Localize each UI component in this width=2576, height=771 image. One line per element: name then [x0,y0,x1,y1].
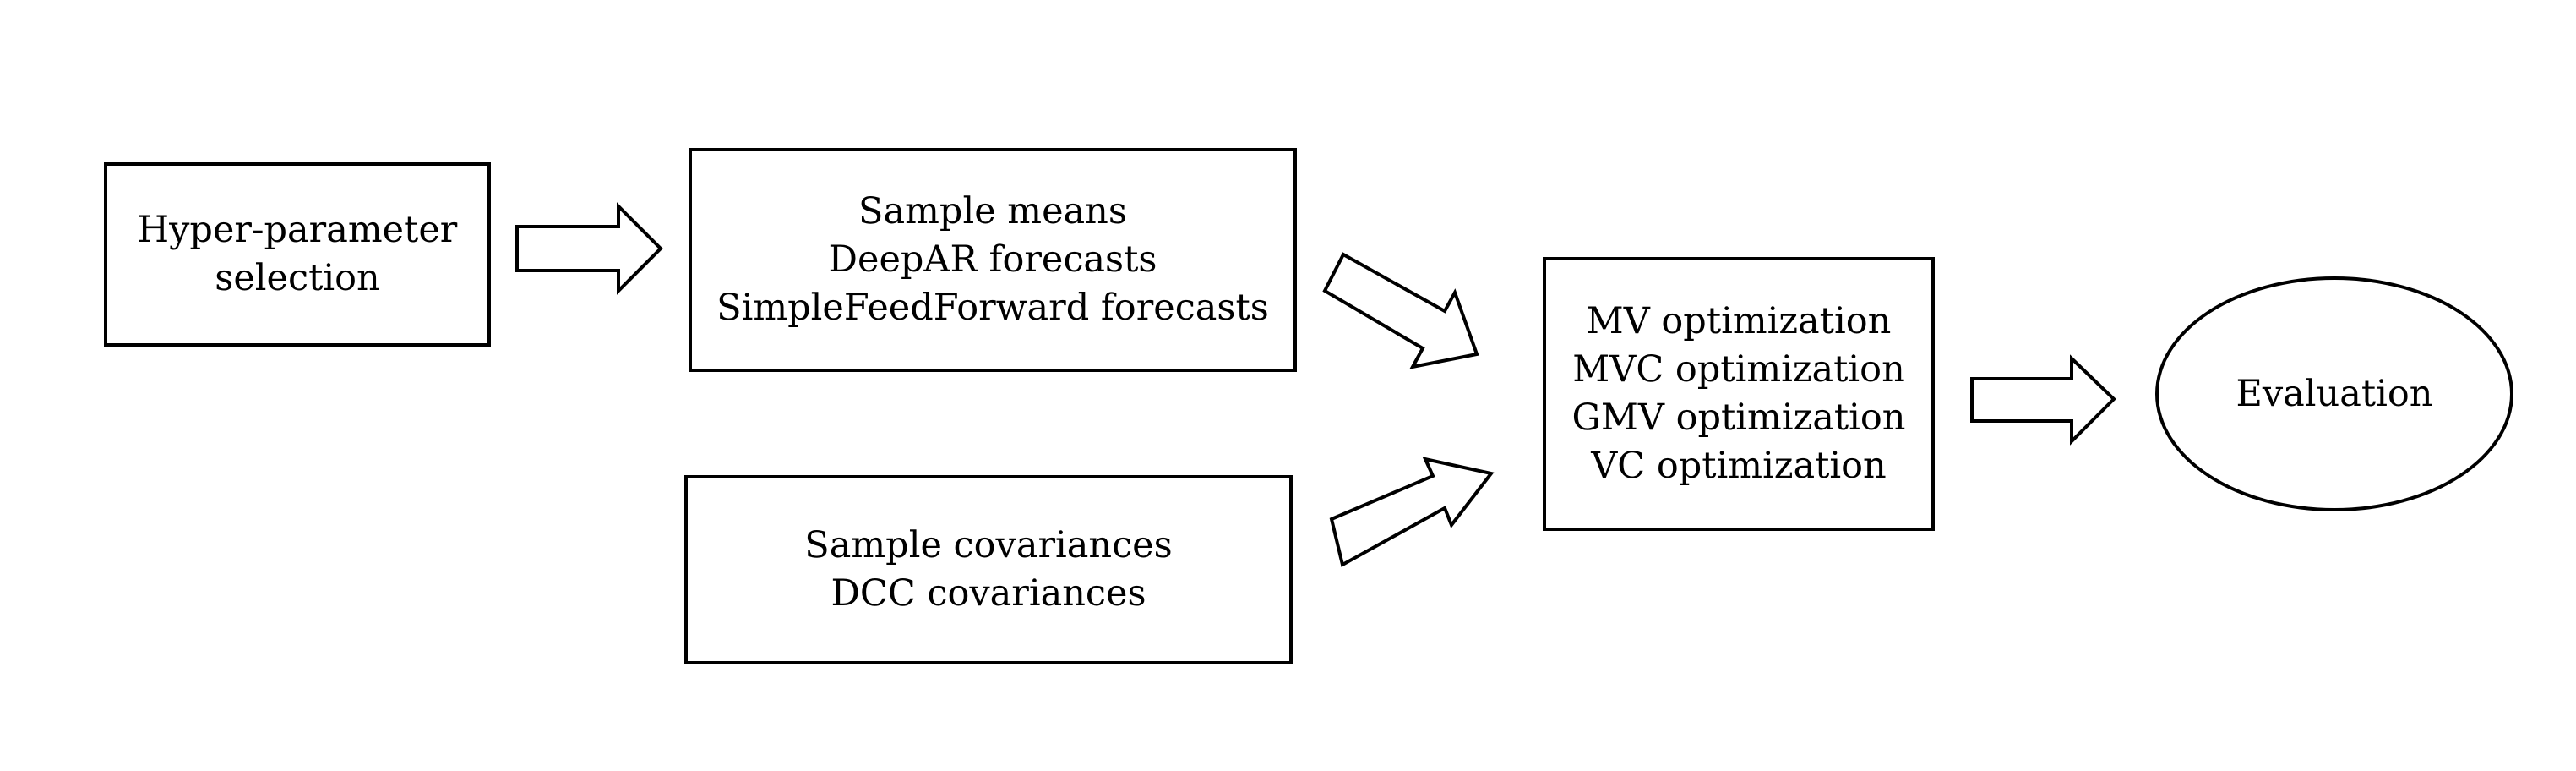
forecasts-line-1: Sample means [858,190,1127,232]
optimization-line-3: GMV optimization [1571,396,1906,439]
covariances-line-2: DCC covariances [831,572,1146,615]
optimization-line-4: VC optimization [1591,445,1887,487]
forecasts-line-2: DeepAR forecasts [828,238,1157,281]
covariances-box: Sample covariances DCC covariances [684,475,1293,664]
hyperparameter-line-2: selection [215,257,380,299]
forecasts-line-3: SimpleFeedForward forecasts [716,287,1269,329]
hyperparameter-line-1: Hyper-parameter [137,209,458,251]
optimization-line-1: MV optimization [1586,300,1892,342]
arrow-up-right-icon [1329,457,1495,568]
arrow-right-icon [1970,354,2116,446]
optimization-box: MV optimization MVC optimization GMV opt… [1543,257,1935,531]
evaluation-label: Evaluation [2236,372,2433,415]
forecasts-box: Sample means DeepAR forecasts SimpleFeed… [689,148,1297,372]
optimization-line-2: MVC optimization [1572,348,1905,391]
hyperparameter-selection-box: Hyper-parameter selection [104,162,491,347]
arrow-down-right-icon [1322,252,1479,369]
evaluation-oval: Evaluation [2155,276,2513,511]
covariances-line-1: Sample covariances [804,524,1173,566]
arrow-right-icon [515,202,663,295]
